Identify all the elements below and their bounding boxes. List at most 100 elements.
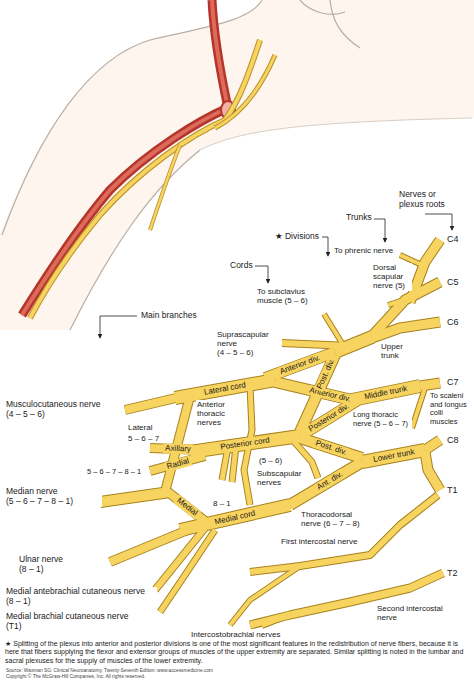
artery [22, 0, 228, 315]
nerve-band [412, 388, 425, 428]
root-label: C7 [446, 377, 460, 387]
nerve-band [425, 440, 440, 450]
text-run: To scaleni and longus colli muscles [430, 391, 467, 426]
band-label: Axillary [162, 443, 192, 454]
nerve-band [150, 456, 205, 471]
root-label: C8 [446, 435, 460, 445]
nerve-band [100, 492, 170, 502]
root-label: C6 [446, 317, 460, 327]
artery-highlight [22, 0, 228, 315]
nerve-band [190, 436, 300, 452]
text-run: (T1) [6, 621, 22, 631]
nerve-label: To subclavius muscle (5 – 6) [256, 287, 330, 305]
nerve-band [388, 298, 410, 305]
nerve-label: Upper trunk [380, 342, 412, 360]
body-silhouette [0, 0, 474, 330]
text-run: Anterior thoracic nerves [197, 400, 225, 427]
header-label: ★ Divisions [274, 232, 320, 242]
nerve-label: Medial brachial cutaneous nerve (T1) [5, 612, 137, 632]
nerve-band [300, 400, 358, 436]
text-run: Suprascapular nerve [217, 330, 269, 348]
header-label: Main branches [140, 311, 198, 321]
nerve-band [282, 343, 350, 346]
nerve-label: Lateral [127, 423, 153, 432]
text-run: (5 – 6 – 7) [374, 419, 408, 428]
bracket-arrow [425, 214, 452, 230]
nerve-bundle [215, 55, 275, 128]
nerve-band [420, 383, 440, 386]
band-label: Medial [173, 494, 201, 519]
nerve-band [230, 566, 300, 625]
nerve-band [168, 492, 205, 521]
nerve-bundle [150, 145, 180, 230]
nerve-label: Subscapular nerves [256, 469, 308, 487]
nerve-band [230, 566, 300, 625]
source-note: Source: Waxman SG: Clinical Neuroanatomy… [5, 668, 214, 674]
text-run: Second intercostal nerve [377, 604, 443, 622]
nerve-band [262, 615, 290, 626]
segment-number: 8 – 1 [212, 499, 232, 508]
nerve-band [300, 438, 362, 458]
nerve-band [168, 492, 205, 521]
header-label: Cords [229, 261, 254, 271]
nerve-band [175, 380, 275, 398]
root-label: T1 [446, 485, 459, 495]
nerve-band [324, 314, 345, 348]
nerve-label: To phrenic nerve [333, 246, 394, 255]
text-run: (8 – 1) [19, 564, 44, 574]
bracket-arrow [255, 266, 268, 283]
nerve-label: Anterior thoracic nerves [196, 400, 242, 428]
nerve-band [232, 446, 236, 482]
text-run: (5 – 6 – 7 – 8 – 1) [6, 496, 73, 506]
nerve-label: Suprascapular nerve (4 – 5 – 6) [216, 330, 276, 358]
text-run: Subscapular nerves [257, 469, 301, 487]
nerve-band [125, 397, 180, 410]
nerve-band [100, 492, 170, 502]
text-run: Medial brachial cutaneous nerve [6, 611, 128, 621]
nerve-band [372, 322, 440, 338]
bracket-arrow [374, 219, 385, 242]
text-run: Medial antebrachial cutaneous nerve [6, 586, 145, 596]
head-outline [300, 0, 345, 14]
nerve-label: Second intercostal nerve [376, 604, 453, 622]
plexus-fill [100, 240, 443, 626]
text-run: Upper trunk [381, 342, 403, 360]
nerve-label: Thoracodorsal nerve (6 – 7 – 8) [300, 510, 374, 528]
text-run: (5) [395, 281, 405, 290]
text-run: (6 – 7 – 8) [323, 519, 359, 528]
header-label: Nerves or plexus roots [398, 190, 455, 210]
chest-outline [200, 118, 472, 150]
nerve-label: Musculocutaneous nerve (4 – 5 – 6) [5, 400, 117, 420]
source-note: Copyright © The McGraw-Hill Companies, I… [5, 674, 146, 680]
plexus-outline [100, 240, 443, 626]
text-run: (5 – 6) [285, 296, 308, 305]
nerve-bundle [215, 55, 275, 128]
nerve-band [425, 440, 440, 450]
text-run: (4 – 5 – 6) [217, 348, 253, 357]
segment-number: (5 – 6) [258, 456, 283, 465]
root-label: C5 [446, 277, 460, 287]
nerve-label: Ulnar nerve (8 – 1) [18, 555, 80, 575]
nerve-band [125, 397, 180, 410]
band-label: Post. div. [312, 438, 350, 459]
bracket-arrow [322, 237, 328, 256]
nerve-band [412, 388, 425, 428]
nerve-label: Dorsal scapular nerve (5) [372, 263, 412, 291]
nerve-band [160, 530, 215, 612]
nerve-label: Long thoracic nerve (5 – 6 – 7) [352, 411, 412, 428]
text-run: Median nerve [6, 486, 58, 496]
shoulder-outline [2, 0, 262, 235]
nerve-label: First intercostal nerve [280, 537, 358, 546]
nerve-band [425, 452, 440, 490]
nerve-bundle [30, 40, 260, 318]
root-label: C4 [446, 234, 460, 244]
footnote: ★ Splitting of the plexus into anterior … [5, 640, 469, 665]
text-run: (8 – 1) [6, 596, 31, 606]
nerve-bundle [30, 40, 260, 318]
header-label: Trunks [345, 213, 373, 223]
nerve-label: Medial antebrachial cutaneous nerve (8 –… [5, 587, 157, 607]
nerve-bundle [150, 145, 180, 230]
nerve-band [150, 456, 205, 471]
root-label: T2 [446, 568, 459, 578]
